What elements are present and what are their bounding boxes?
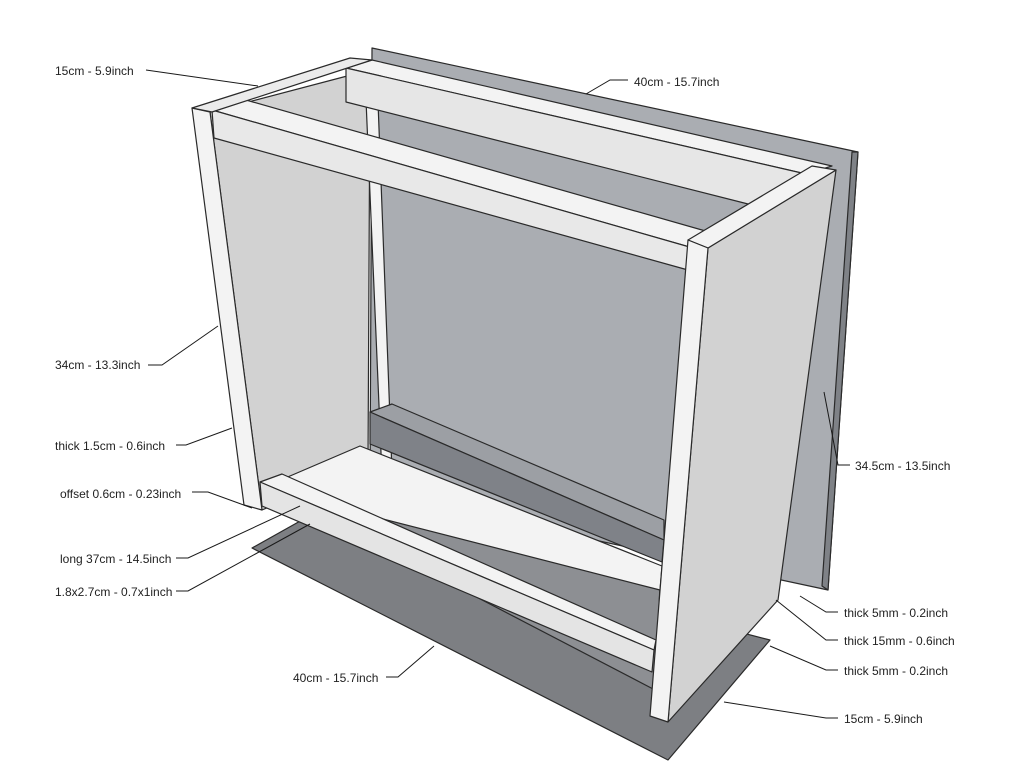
label-top-depth: 15cm - 5.9inch — [55, 64, 134, 78]
leader-side-height — [148, 325, 219, 366]
leader-back-height — [823, 391, 850, 466]
leader-base-depth — [723, 701, 838, 719]
leader-top-width — [585, 79, 628, 95]
label-side-thick: thick 1.5cm - 0.6inch — [55, 439, 165, 453]
label-base-depth: 15cm - 5.9inch — [844, 712, 923, 726]
leader-base-thick — [769, 645, 838, 671]
label-frame-thick: thick 15mm - 0.6inch — [844, 634, 955, 648]
right-side-edge — [649, 239, 709, 723]
leader-bottom-width — [386, 645, 435, 678]
leader-back-thick — [799, 595, 838, 613]
leader-side-thick — [176, 427, 233, 446]
leader-top-depth — [145, 69, 259, 87]
base-panel — [251, 519, 771, 761]
back-panel-edge — [821, 151, 859, 591]
label-bottom-width: 40cm - 15.7inch — [293, 671, 378, 685]
front-rail-face — [259, 481, 655, 673]
label-rail-long: long 37cm - 14.5inch — [60, 552, 171, 566]
leader-rail-section — [176, 523, 311, 592]
label-side-height: 34cm - 13.3inch — [55, 358, 140, 372]
left-top-rim — [191, 57, 373, 113]
leader-offset — [192, 491, 253, 509]
label-top-width: 40cm - 15.7inch — [634, 75, 719, 89]
label-back-thick: thick 5mm - 0.2inch — [844, 606, 948, 620]
label-back-height: 34.5cm - 13.5inch — [855, 459, 950, 473]
label-rail-section: 1.8x2.7cm - 0.7x1inch — [55, 585, 172, 599]
leader-rail-long — [176, 505, 301, 559]
label-base-thick: thick 5mm - 0.2inch — [844, 664, 948, 678]
label-offset: offset 0.6cm - 0.23inch — [60, 487, 181, 501]
leader-frame-thick — [775, 599, 838, 641]
